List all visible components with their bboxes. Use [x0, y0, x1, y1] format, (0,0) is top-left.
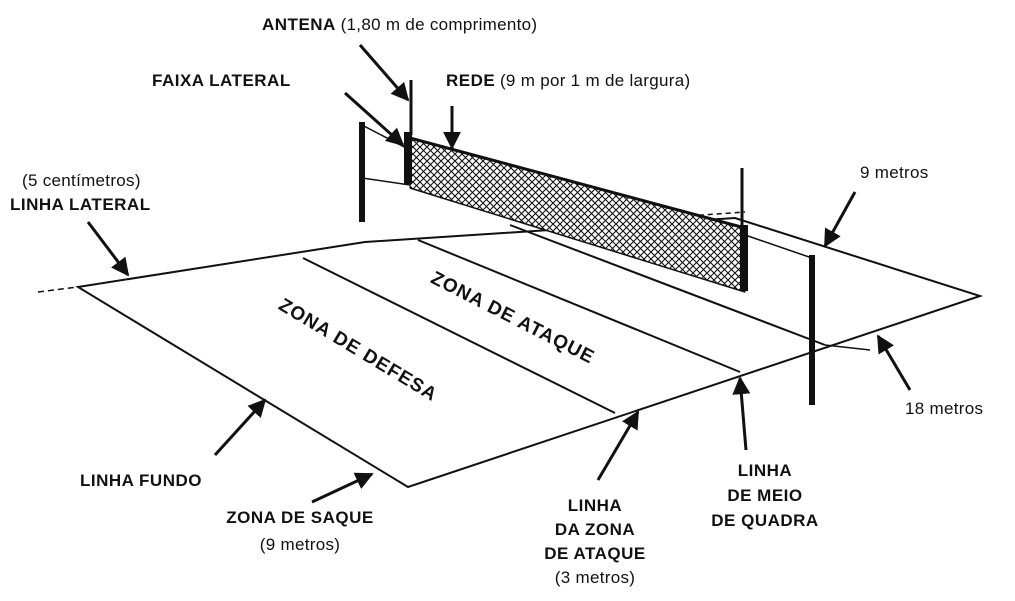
zona-de-saque-detail: (9 metros): [259, 535, 341, 554]
antena-detail: (1,80 m de comprimento): [340, 15, 538, 34]
attack-line-far: [417, 239, 741, 373]
net-top-band: [409, 136, 746, 230]
arrow-linha-zona-ataque: [596, 410, 640, 481]
court: [37, 211, 984, 489]
linha-zona-ataque-label: LINHA DA ZONA DE ATAQUE (3 metros): [520, 494, 670, 590]
nove-metros-label: 9 metros: [860, 163, 929, 182]
linha-zona-ataque-line2: DA ZONA: [554, 520, 636, 539]
net: [404, 80, 748, 293]
pointer-arrows: [86, 44, 912, 504]
arrow-linha-lateral: [86, 221, 130, 277]
zona-de-saque-title: ZONA DE SAQUE: [226, 508, 374, 527]
guy-line-left-bottom: [361, 177, 411, 186]
linha-meio-quadra-line2: DE MEIO: [727, 486, 803, 505]
faixa-lateral-label: FAIXA LATERAL: [152, 71, 291, 90]
arrow-zona-de-saque: [311, 472, 374, 504]
linha-zona-ataque-line3: DE ATAQUE: [544, 544, 646, 563]
linha-lateral-label: LINHA LATERAL: [10, 195, 151, 214]
attack-line-near: [302, 257, 616, 414]
antena-label: ANTENA (1,80 m de comprimento): [262, 14, 537, 35]
linha-meio-quadra-line1: LINHA: [737, 461, 793, 480]
side-band-left: [404, 132, 412, 184]
center-line: [509, 224, 826, 346]
dezoito-metros-label: 18 metros: [905, 399, 984, 418]
rede-detail: (9 m por 1 m de largura): [499, 71, 691, 90]
rede-label: REDE (9 m por 1 m de largura): [446, 70, 690, 91]
antena-title: ANTENA: [262, 15, 336, 34]
guy-line-right: [744, 234, 813, 259]
linha-zona-ataque-detail: (3 metros): [554, 568, 636, 587]
side-band-right: [740, 225, 748, 291]
linha-fundo-label: LINHA FUNDO: [80, 471, 202, 490]
arrow-linha-meio-quadra: [732, 376, 751, 451]
arrow-antena: [358, 44, 410, 102]
court-outline: [75, 216, 984, 489]
rede-title: REDE: [446, 71, 496, 90]
arrow-faixa-lateral: [343, 91, 405, 147]
sideline-near-extension: [37, 286, 79, 293]
arrow-nove-metros: [823, 191, 857, 248]
net-bottom-cable: [409, 187, 746, 293]
linha-lateral-detail: (5 centímetros): [22, 171, 141, 190]
linha-zona-ataque-line1: LINHA: [567, 496, 623, 515]
zona-de-saque-label: ZONA DE SAQUE (9 metros): [200, 507, 400, 555]
arrow-linha-fundo: [213, 398, 267, 457]
linha-meio-quadra-line3: DE QUADRA: [711, 511, 819, 530]
center-line-beyond: [824, 344, 871, 351]
linha-meio-quadra-label: LINHA DE MEIO DE QUADRA: [690, 458, 840, 533]
arrow-dezoito-metros: [876, 334, 912, 391]
